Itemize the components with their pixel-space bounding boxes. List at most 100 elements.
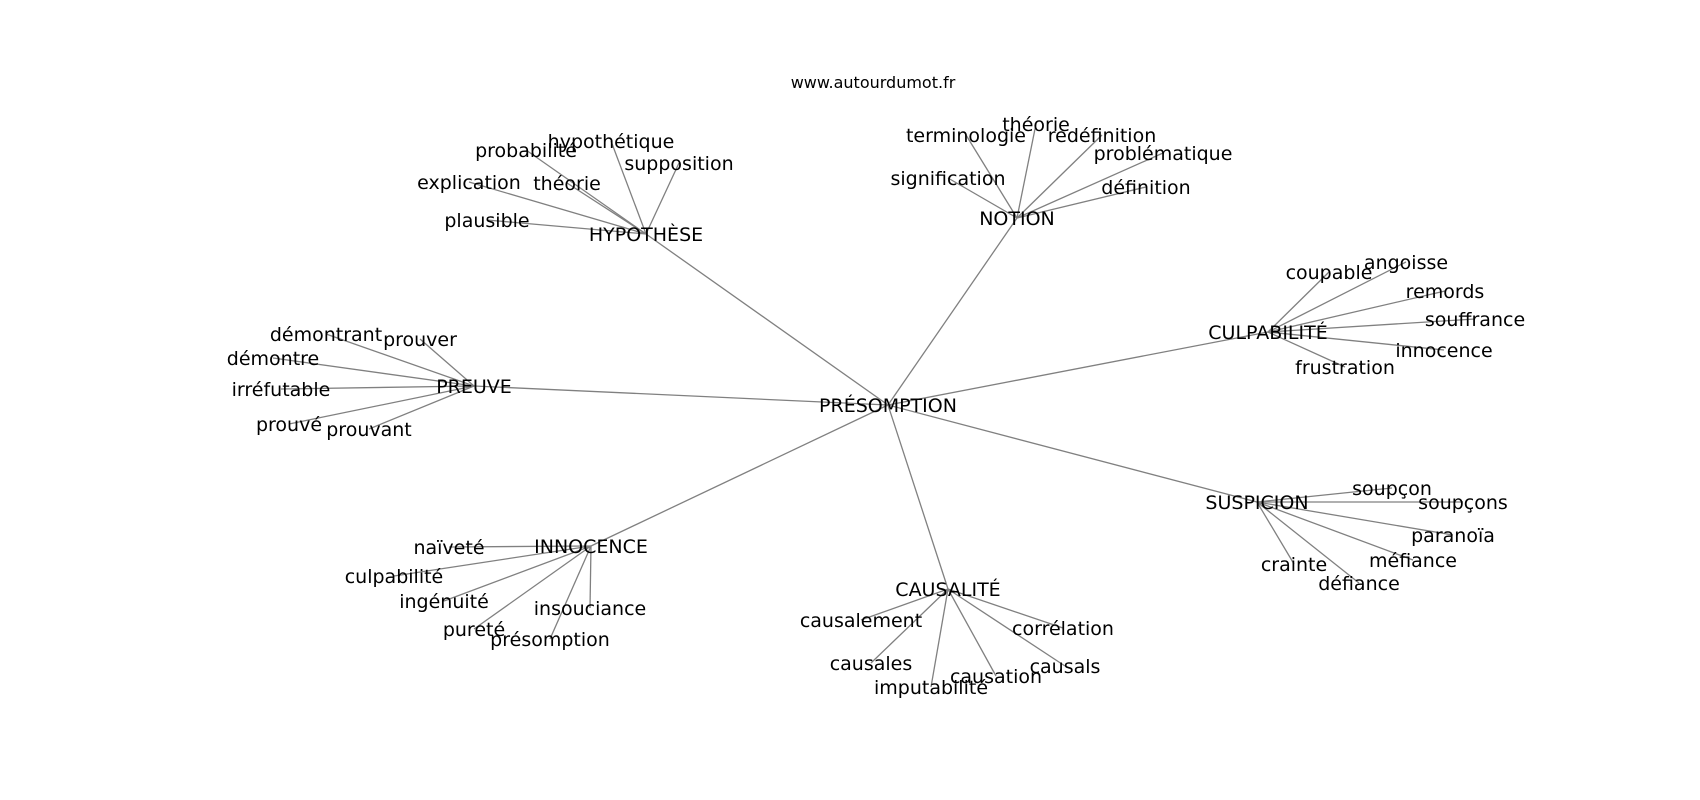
leaf-node-label: prouvé xyxy=(256,414,322,436)
leaf-node-label: plausible xyxy=(444,210,529,232)
edge-innocence-insouciance xyxy=(589,545,592,609)
hub-node-label: PREUVE xyxy=(436,376,512,398)
edge-preuve-irrefutable xyxy=(280,385,475,390)
edge-notion-signification xyxy=(947,177,1018,219)
edge-innocence-ingenuite xyxy=(443,545,592,602)
leaf-node-label: ingénuité xyxy=(399,591,489,613)
edge-preuve-prouver xyxy=(419,338,475,387)
edge-culpabilite-remords xyxy=(1267,290,1446,333)
edge-preuve-demontre xyxy=(272,357,475,387)
leaf-node-label: théorie xyxy=(533,173,601,195)
edge-notion-problematique xyxy=(1016,152,1164,219)
edge-hypothese-supposition xyxy=(645,162,680,235)
leaf-node-label: coupable xyxy=(1286,262,1373,284)
edge-preuve-prouvant xyxy=(368,385,475,430)
edge-culpabilite-innocence xyxy=(1267,331,1445,351)
leaf-node-label: hypothétique xyxy=(548,131,675,153)
leaf-node-label: soupçons xyxy=(1418,492,1508,514)
edge-causalite-causation xyxy=(947,588,997,677)
leaf-node-label: prouver xyxy=(383,329,457,351)
edge-suspicion-paranoia xyxy=(1256,501,1454,536)
hub-node-label: CULPABILITÉ xyxy=(1208,321,1327,344)
leaf-node-label: insouciance xyxy=(534,598,646,620)
leaf-node-label: irréfutable xyxy=(232,379,331,401)
leaf-node-label: remords xyxy=(1406,281,1485,303)
leaf-node-label: naïveté xyxy=(413,537,484,559)
edge-notion-theorie xyxy=(1016,123,1037,219)
edge-center-hypothese xyxy=(645,233,889,406)
hub-node-label: CAUSALITÉ xyxy=(895,578,1000,601)
leaf-node-label: frustration xyxy=(1295,357,1395,379)
leaf-node-label: causals xyxy=(1030,656,1101,678)
edge-causalite-correlation xyxy=(947,588,1064,629)
edge-hypothese-probabilite xyxy=(525,149,647,235)
leaf-node-label: imputabilité xyxy=(874,677,988,699)
edge-hypothese-hypothetique xyxy=(610,140,647,235)
hub-node-label: NOTION xyxy=(979,208,1055,230)
edge-suspicion-soupcon xyxy=(1256,487,1393,503)
edge-center-innocence xyxy=(590,404,889,547)
edge-innocence-presomption xyxy=(549,545,592,640)
hub-node-label: HYPOTHÈSE xyxy=(589,223,703,246)
leaf-node-label: terminologie xyxy=(906,125,1026,147)
leaf-node-label: probabilité xyxy=(475,140,577,162)
edge-causalite-imputabilite xyxy=(930,588,949,688)
edge-causalite-causales xyxy=(870,588,949,664)
leaf-node-label: causation xyxy=(950,666,1042,688)
edge-causalite-causalement xyxy=(860,588,949,621)
leaf-node-label: démontre xyxy=(227,348,319,370)
edge-hypothese-explication xyxy=(468,181,647,235)
leaf-node-label: problématique xyxy=(1094,143,1233,165)
leaf-node-label: présomption xyxy=(490,629,610,651)
leaf-node-label: souffrance xyxy=(1425,309,1525,331)
center-node-label: PRÉSOMPTION xyxy=(819,394,957,417)
edge-center-causalite xyxy=(887,404,949,590)
edge-notion-terminologie xyxy=(965,134,1018,219)
edge-culpabilite-coupable xyxy=(1267,271,1330,333)
leaf-node-label: méfiance xyxy=(1369,550,1457,572)
leaf-node-label: démontrant xyxy=(270,324,382,346)
leaf-node-label: prouvant xyxy=(326,419,412,441)
edge-center-culpabilite xyxy=(887,331,1269,406)
leaf-node-label: innocence xyxy=(1395,340,1492,362)
leaf-node-label: supposition xyxy=(624,153,733,175)
edge-center-notion xyxy=(887,217,1018,406)
edge-causalite-causals xyxy=(947,588,1066,667)
leaf-node-label: culpabilité xyxy=(345,566,444,588)
leaf-node-label: causales xyxy=(830,653,913,675)
leaf-node-label: défiance xyxy=(1318,573,1400,595)
edge-preuve-demontrant xyxy=(325,333,475,387)
edge-suspicion-crainte xyxy=(1256,501,1295,565)
leaf-node-label: redéfinition xyxy=(1048,125,1157,147)
edge-culpabilite-angoisse xyxy=(1267,261,1407,333)
edge-innocence-culpabilite xyxy=(393,545,592,577)
leaf-node-label: pureté xyxy=(443,619,505,641)
edge-innocence-purete xyxy=(473,545,592,630)
edge-hypothese-plausible xyxy=(486,219,647,235)
leaf-node-label: crainte xyxy=(1261,554,1327,576)
hub-node-label: SUSPICION xyxy=(1205,492,1308,514)
leaf-node-label: corrélation xyxy=(1012,618,1114,640)
graph-labels: PRÉSOMPTION HYPOTHÈSE probabilitéhypothéti… xyxy=(227,114,1525,699)
edge-culpabilite-frustration xyxy=(1267,331,1346,368)
graph-edges xyxy=(272,123,1476,688)
edge-center-suspicion xyxy=(887,404,1258,503)
source-label: www.autourdumot.fr xyxy=(791,73,956,92)
leaf-node-label: signification xyxy=(890,168,1005,190)
edge-center-preuve xyxy=(473,385,889,406)
edge-innocence-naivete xyxy=(448,545,592,548)
edge-notion-definition xyxy=(1016,186,1147,219)
leaf-node-label: paranoïa xyxy=(1411,525,1495,547)
leaf-node-label: théorie xyxy=(1002,114,1070,136)
hub-node-label: INNOCENCE xyxy=(534,536,648,558)
leaf-node-label: définition xyxy=(1101,177,1190,199)
edge-notion-redefinition xyxy=(1016,134,1103,219)
leaf-node-label: angoisse xyxy=(1364,252,1448,274)
edge-preuve-prouve xyxy=(288,385,475,425)
leaf-node-label: explication xyxy=(417,172,521,194)
leaf-node-label: causalement xyxy=(800,610,922,632)
edge-suspicion-defiance xyxy=(1256,501,1360,584)
edge-hypothese-theorie xyxy=(566,182,647,235)
edge-culpabilite-souffrance xyxy=(1267,318,1476,333)
